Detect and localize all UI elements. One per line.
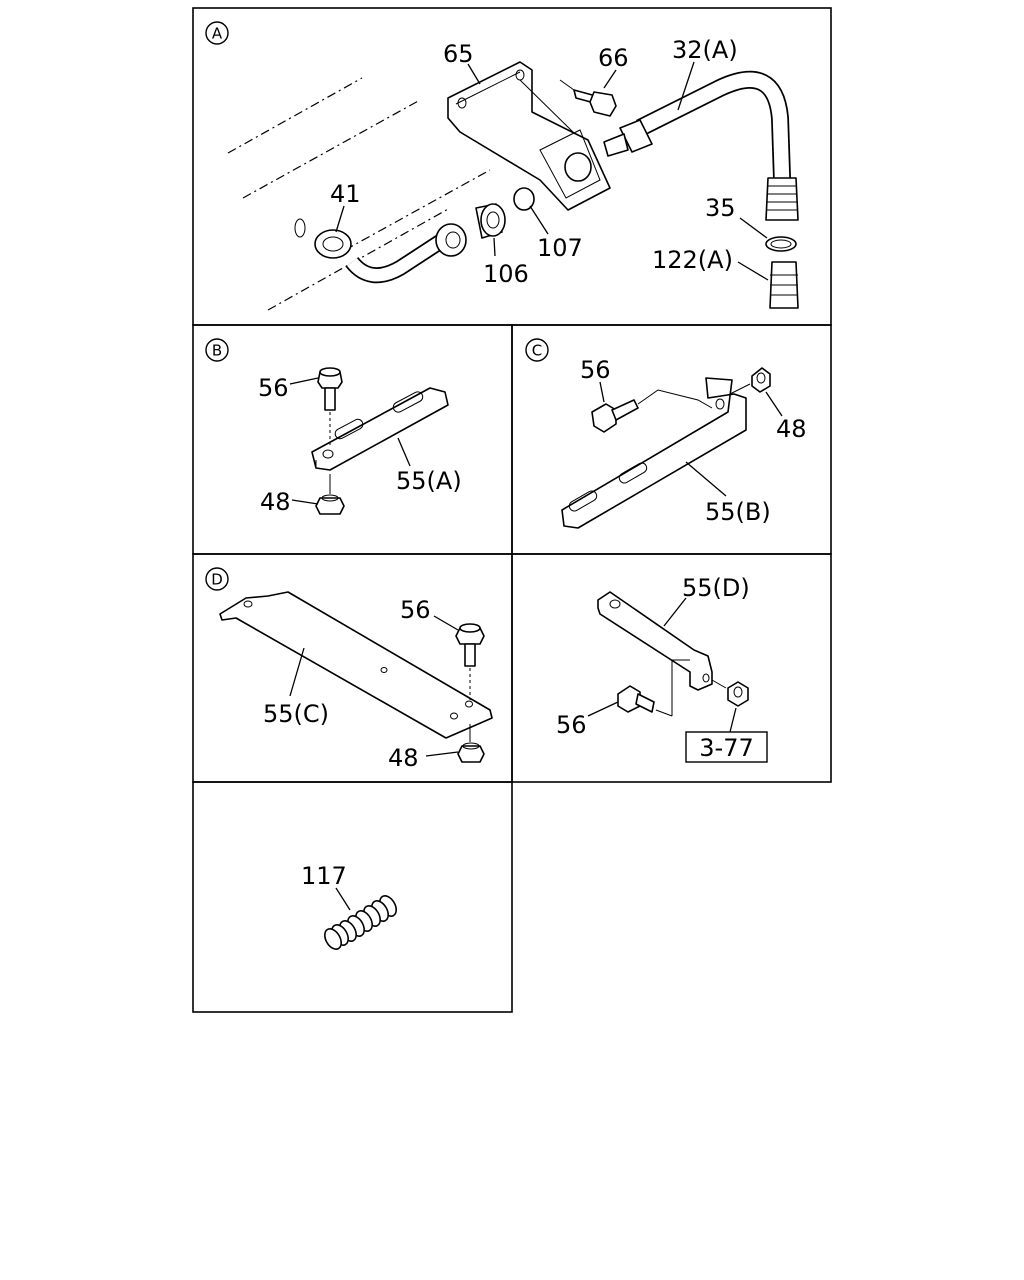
label-56-b: 56 bbox=[258, 374, 289, 402]
frame-rails bbox=[227, 77, 491, 311]
panel-b-marker: B bbox=[205, 338, 229, 362]
panel-d-letter: D bbox=[211, 571, 223, 589]
reference-box[interactable]: 3-77 bbox=[685, 731, 768, 763]
bracket-65 bbox=[447, 61, 611, 211]
label-48-b: 48 bbox=[260, 488, 291, 516]
spring-117 bbox=[324, 895, 397, 950]
panel-b-letter: B bbox=[212, 342, 222, 360]
label-66: 66 bbox=[598, 44, 629, 72]
panel-d: D 55(C) 56 bbox=[205, 567, 493, 772]
panel-frames bbox=[192, 7, 832, 1013]
label-41: 41 bbox=[330, 180, 361, 208]
pipe-32a bbox=[603, 70, 799, 221]
label-55a: 55(A) bbox=[396, 467, 462, 495]
bolt-56-d bbox=[455, 623, 485, 700]
panel-a-letter: A bbox=[212, 25, 223, 43]
panel-a: A bbox=[205, 21, 799, 311]
panel-d-leaders bbox=[289, 615, 459, 757]
nut-e bbox=[711, 679, 749, 707]
label-32a: 32(A) bbox=[672, 36, 738, 64]
label-117: 117 bbox=[301, 862, 347, 890]
reference-label[interactable]: 3-77 bbox=[699, 734, 753, 762]
grommet-41 bbox=[294, 218, 352, 259]
label-48-c: 48 bbox=[776, 415, 807, 443]
panel-d-marker: D bbox=[205, 567, 229, 591]
nut-48-b bbox=[315, 474, 345, 515]
union-122a bbox=[769, 261, 799, 309]
panel-f: 117 bbox=[301, 862, 397, 950]
bolt-56-c bbox=[591, 389, 713, 433]
clip-107 bbox=[513, 187, 535, 211]
label-55c: 55(C) bbox=[263, 700, 329, 728]
panel-b: B 56 55(A) 48 bbox=[205, 338, 462, 516]
nut-48-c bbox=[729, 367, 771, 395]
bracket-55a bbox=[311, 387, 449, 471]
panel-a-marker: A bbox=[205, 21, 229, 45]
bolt-56-b bbox=[317, 367, 343, 448]
bolt-66 bbox=[559, 79, 617, 117]
label-122a: 122(A) bbox=[652, 246, 733, 274]
label-56-c: 56 bbox=[580, 356, 611, 384]
bolt-56-e bbox=[617, 659, 690, 717]
label-55b: 55(B) bbox=[705, 498, 771, 526]
label-56-d: 56 bbox=[400, 596, 431, 624]
washer-35-inner bbox=[770, 239, 792, 249]
panel-c-letter: C bbox=[532, 342, 542, 360]
label-48-d: 48 bbox=[388, 744, 419, 772]
panel-b-leaders bbox=[289, 377, 411, 505]
collar-106 bbox=[475, 203, 506, 239]
bracket-55c bbox=[219, 591, 493, 739]
label-107: 107 bbox=[537, 234, 583, 262]
panel-c: C 56 48 55(B) bbox=[525, 338, 807, 529]
panel-e-leaders bbox=[587, 597, 737, 733]
bracket-55d bbox=[597, 591, 713, 691]
panel-e: 3-77 55(D) 56 bbox=[556, 574, 768, 763]
lower-pipe bbox=[345, 223, 467, 284]
label-35: 35 bbox=[705, 194, 736, 222]
label-65: 65 bbox=[443, 40, 474, 68]
label-56-e: 56 bbox=[556, 711, 587, 739]
label-55d: 55(D) bbox=[682, 574, 750, 602]
nut-48-d bbox=[457, 724, 485, 763]
panel-a-leaders bbox=[335, 61, 769, 281]
panel-c-marker: C bbox=[525, 338, 549, 362]
bracket-55b bbox=[561, 377, 747, 529]
leader-117 bbox=[335, 887, 351, 911]
panel-c-leaders bbox=[599, 381, 783, 497]
label-106: 106 bbox=[483, 260, 529, 288]
